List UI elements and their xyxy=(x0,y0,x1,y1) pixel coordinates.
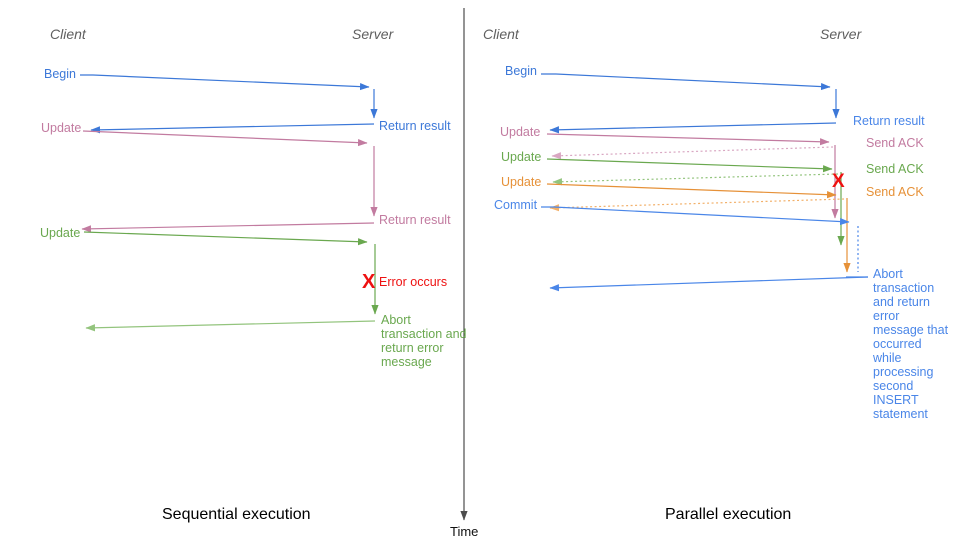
left-begin-label: Begin xyxy=(44,67,76,81)
right-server-header: Server xyxy=(820,26,862,42)
right-abort-message: Abort transaction and return error messa… xyxy=(873,267,949,421)
right-return-result-arrow xyxy=(549,122,837,134)
right-client-header: Client xyxy=(483,26,519,42)
right-send-ack-label-2: Send ACK xyxy=(866,162,924,176)
left-error-label: Error occurs xyxy=(379,275,448,289)
right-error-x-mark: X xyxy=(832,171,845,192)
right-update-label-3: Update xyxy=(501,175,542,189)
right-abort-return-arrow xyxy=(549,276,869,292)
right-update2-request-arrow xyxy=(546,158,833,173)
left-update-label-2: Update xyxy=(40,226,81,240)
right-send-ack-label-1: Send ACK xyxy=(866,136,924,150)
time-axis-label: Time xyxy=(450,524,479,539)
right-update-label-2: Update xyxy=(501,150,542,164)
left-update-label-1: Update xyxy=(41,121,82,135)
left-return-result-label-1: Return result xyxy=(379,119,451,133)
left-return-result-arrow-2 xyxy=(81,222,375,233)
right-commit-request-arrow xyxy=(541,206,850,226)
right-ack2-arrow xyxy=(552,173,839,186)
right-update3-request-arrow xyxy=(546,183,837,199)
left-begin-request-arrow xyxy=(80,74,370,91)
left-update1-request-arrow xyxy=(82,130,368,147)
left-caption: Sequential execution xyxy=(162,506,311,523)
left-return-result-label-2: Return result xyxy=(379,213,451,227)
left-update2-request-arrow xyxy=(83,231,368,246)
left-abort-message: Abort transaction and return error messa… xyxy=(381,313,467,369)
right-begin-label: Begin xyxy=(505,64,537,78)
right-caption: Parallel execution xyxy=(665,506,792,523)
left-server-header: Server xyxy=(352,26,394,42)
right-send-ack-label-3: Send ACK xyxy=(866,185,924,199)
right-update1-request-arrow xyxy=(546,133,830,146)
right-ack3-arrow xyxy=(549,198,845,212)
left-error-x-mark: X xyxy=(362,271,376,293)
right-ack1-arrow xyxy=(551,146,834,160)
right-begin-request-arrow xyxy=(541,73,831,91)
left-return-result-arrow-1 xyxy=(90,123,375,134)
right-return-result-label: Return result xyxy=(853,114,925,128)
left-abort-return-arrow xyxy=(85,320,376,332)
right-commit-label: Commit xyxy=(494,198,538,212)
left-client-header: Client xyxy=(50,26,86,42)
right-update-label-1: Update xyxy=(500,125,541,139)
